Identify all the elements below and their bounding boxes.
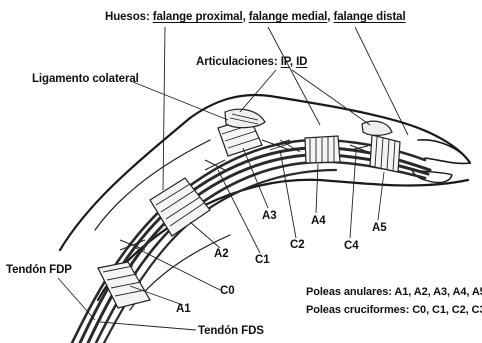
label-c0: C0 bbox=[220, 285, 235, 298]
label-c4: C4 bbox=[344, 240, 359, 253]
legend-annular: Poleas anulares: A1, A2, A3, A4, A5 bbox=[306, 286, 482, 299]
fds-tendon-label: Tendón FDS bbox=[198, 325, 264, 338]
label-a3: A3 bbox=[262, 210, 277, 223]
joints-heading: Articulaciones: IP, ID bbox=[196, 56, 307, 69]
bones-prefix: Huesos: bbox=[105, 11, 150, 23]
label-a4: A4 bbox=[311, 215, 326, 228]
label-a2: A2 bbox=[214, 248, 229, 261]
label-c1: C1 bbox=[255, 254, 270, 267]
joints-prefix: Articulaciones: bbox=[196, 56, 278, 68]
label-a1: A1 bbox=[176, 303, 191, 316]
fdp-tendon-label: Tendón FDP bbox=[6, 264, 72, 277]
joint-id bbox=[362, 121, 392, 135]
joint-ip-label: IP bbox=[281, 56, 290, 68]
bone-distal-phalanx: falange distal bbox=[333, 11, 405, 23]
collateral-ligament-label: Ligamento colateral bbox=[32, 73, 139, 86]
bone-middle-phalanx: falange medial bbox=[249, 11, 328, 23]
pulley-a4 bbox=[305, 136, 340, 163]
bone-proximal-phalanx: falange proximal bbox=[153, 11, 243, 23]
label-a5: A5 bbox=[372, 222, 387, 235]
pulley-a5 bbox=[370, 135, 400, 172]
pulley-a1 bbox=[98, 262, 150, 308]
legend-cruciform: Poleas cruciformes: C0, C1, C2, C3 bbox=[306, 304, 482, 317]
label-c2: C2 bbox=[290, 239, 305, 252]
bones-heading: Huesos: falange proximal, falange medial… bbox=[105, 11, 406, 24]
joint-id-label: ID bbox=[296, 56, 307, 68]
finger-outline-dorsal bbox=[60, 95, 470, 250]
